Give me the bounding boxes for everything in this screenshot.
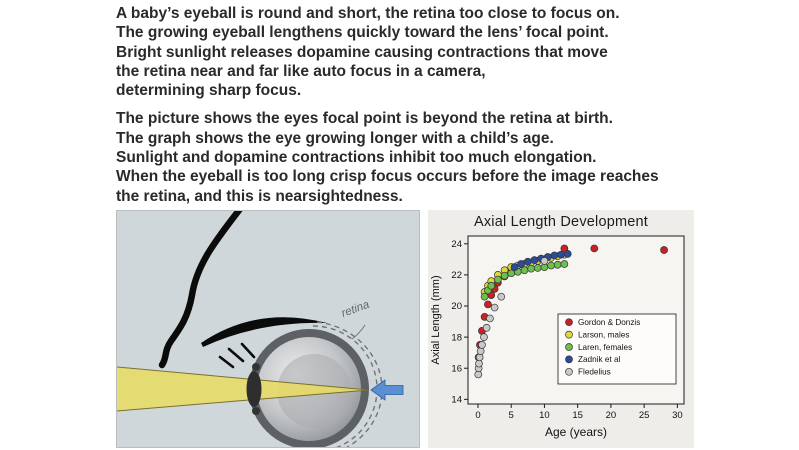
eyelashes-icon <box>218 342 256 369</box>
svg-text:24: 24 <box>451 239 462 250</box>
svg-text:22: 22 <box>451 270 462 281</box>
text-line: Bright sunlight releases dopamine causin… <box>116 43 608 61</box>
svg-text:Laren, females: Laren, females <box>578 343 632 352</box>
svg-text:Zadnik et al: Zadnik et al <box>578 355 621 364</box>
chart-title: Axial Length Development <box>473 214 649 230</box>
paragraph-2: The picture shows the eyes focal point i… <box>116 109 659 205</box>
intro-text: A baby’s eyeball is round and short, the… <box>116 4 659 215</box>
eyebrow-icon <box>201 317 327 347</box>
eye-diagram-graphic: retina <box>117 211 404 447</box>
svg-text:16: 16 <box>451 363 462 374</box>
eye-diagram: retina <box>116 210 420 448</box>
svg-text:0: 0 <box>475 410 480 421</box>
svg-text:Fledelius: Fledelius <box>578 368 611 377</box>
svg-text:14: 14 <box>451 395 462 406</box>
retina-pointer-line <box>351 324 366 340</box>
axial-length-chart: Axial Length Development 0 5 10 15 20 25 30 14 1… <box>428 210 694 448</box>
svg-text:30: 30 <box>672 410 683 421</box>
text-line: A baby’s eyeball is round and short, the… <box>116 5 620 22</box>
focal-point-arrow-icon <box>370 379 404 401</box>
svg-text:25: 25 <box>639 410 650 421</box>
text-line: The growing eyeball lengthens quickly to… <box>116 24 609 42</box>
svg-text:Gordon & Donzis: Gordon & Donzis <box>578 318 640 327</box>
text-line: When the eyeball is too long crisp focus… <box>116 168 659 186</box>
lens-icon <box>246 363 262 415</box>
svg-text:5: 5 <box>509 410 514 421</box>
svg-text:20: 20 <box>451 301 462 312</box>
svg-text:15: 15 <box>572 410 583 421</box>
text-line: determining sharp focus. <box>116 82 302 100</box>
text-line: The graph shows the eye growing longer w… <box>116 129 554 147</box>
retina-label: retina <box>340 299 371 320</box>
text-line: the retina, and this is nearsightedness. <box>116 187 403 205</box>
paragraph-1: A baby’s eyeball is round and short, the… <box>116 4 659 100</box>
text-line: The picture shows the eyes focal point i… <box>116 110 613 128</box>
svg-text:10: 10 <box>539 410 550 421</box>
text-line: Sunlight and dopamine contractions inhib… <box>116 149 597 167</box>
face-profile-icon <box>158 211 243 369</box>
light-beam <box>117 366 370 412</box>
svg-text:20: 20 <box>606 410 617 421</box>
svg-text:18: 18 <box>451 332 462 343</box>
svg-text:Axial Length (mm): Axial Length (mm) <box>430 275 442 364</box>
svg-text:Larson, males: Larson, males <box>578 330 629 339</box>
svg-text:Age (years): Age (years) <box>545 425 607 439</box>
text-line: the retina near and far like auto focus … <box>116 62 486 80</box>
